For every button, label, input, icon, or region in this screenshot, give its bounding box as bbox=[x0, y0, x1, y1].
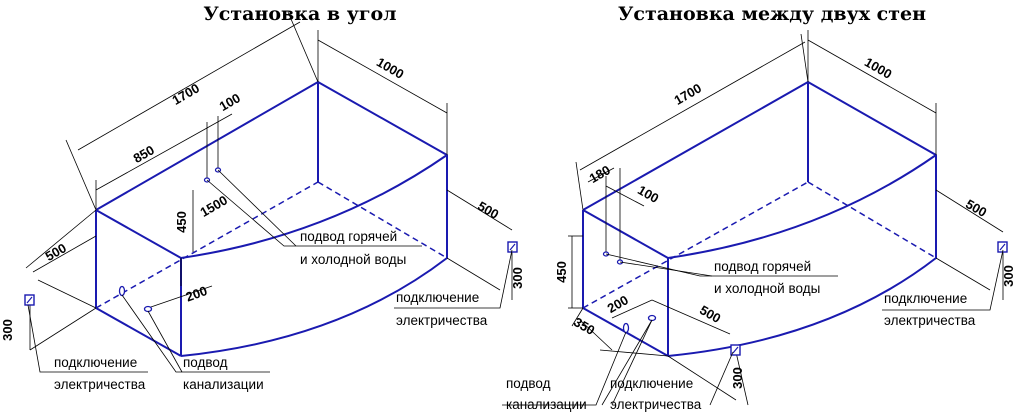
right-dim-300-right: 300 bbox=[1001, 265, 1015, 287]
left-dim-200: 200 bbox=[184, 283, 210, 305]
left-dim-1700: 1700 bbox=[169, 80, 202, 107]
right-electricity-right-label-2: электричества bbox=[884, 313, 976, 328]
right-electricity-bottom-label-1: подключение bbox=[610, 376, 693, 391]
left-bathtub-outline bbox=[95, 81, 448, 357]
left-dim-100: 100 bbox=[217, 90, 243, 114]
left-electricity-right-label-1: подключение bbox=[396, 290, 479, 305]
left-outlet-icon-left bbox=[24, 294, 35, 306]
right-dim-1700: 1700 bbox=[671, 80, 704, 107]
right-dim-1000: 1000 bbox=[862, 54, 895, 81]
right-bathtub-outline bbox=[582, 81, 937, 357]
left-dim-300-right: 300 bbox=[510, 267, 525, 289]
right-dim-300-bottom: 300 bbox=[730, 367, 745, 389]
right-dim-450: 450 bbox=[554, 261, 569, 283]
left-dim-850: 850 bbox=[131, 142, 157, 166]
left-dim-300: 300 bbox=[0, 319, 15, 341]
right-electricity-bottom-label-2: электричества bbox=[610, 397, 702, 412]
left-electricity-left-label-1: подключение bbox=[54, 355, 137, 370]
right-outlet-icon-bottom bbox=[730, 344, 741, 356]
right-dim-100: 100 bbox=[635, 182, 661, 206]
left-drain-point-1 bbox=[118, 285, 126, 297]
right-dim-200: 200 bbox=[605, 292, 631, 316]
left-water-label-2: и холодной воды bbox=[300, 252, 406, 267]
left-dim-500: 500 bbox=[43, 240, 69, 264]
left-dim-450: 450 bbox=[174, 211, 189, 233]
right-dimension-lines bbox=[568, 30, 1004, 406]
between-walls-installation-diagram: Установка между двух стен bbox=[502, 3, 1015, 412]
left-drain-label-2: канализации bbox=[183, 377, 264, 392]
left-dimension-lines bbox=[25, 11, 513, 351]
left-drain-point-2 bbox=[143, 305, 153, 313]
left-labels: подвод горячей и холодной воды подключен… bbox=[27, 169, 513, 392]
left-dim-1500: 1500 bbox=[197, 192, 230, 219]
right-dimension-values: 1700 1000 180 100 450 500 200 350 500 30… bbox=[554, 54, 1015, 388]
right-title: Установка между двух стен bbox=[618, 3, 926, 25]
right-dim-500-right: 500 bbox=[963, 196, 989, 220]
right-labels: подвод горячей и холодной воды подключен… bbox=[502, 249, 1004, 412]
right-drain-point-2 bbox=[647, 314, 657, 322]
left-outlet-icon-right bbox=[507, 241, 518, 253]
left-water-label-1: подвод горячей bbox=[300, 229, 397, 244]
left-dim-500-right: 500 bbox=[475, 198, 501, 222]
right-water-label-1: подвод горячей bbox=[714, 259, 811, 274]
left-title: Установка в угол bbox=[203, 3, 396, 25]
right-drain-point-1 bbox=[622, 322, 630, 334]
left-dim-1000: 1000 bbox=[374, 54, 407, 81]
right-water-label-2: и холодной воды bbox=[714, 281, 820, 296]
right-drain-label-1: подвод bbox=[506, 376, 551, 391]
left-electricity-left-label-2: электричества bbox=[54, 377, 146, 392]
left-drain-label-1: подвод bbox=[183, 355, 228, 370]
right-dim-350: 350 bbox=[571, 314, 597, 338]
right-electricity-right-label-1: подключение bbox=[884, 291, 967, 306]
right-dim-500-bottom: 500 bbox=[697, 302, 723, 326]
right-drain-label-2: канализации bbox=[506, 397, 587, 412]
corner-installation-diagram: Установка в угол bbox=[0, 3, 525, 392]
left-electricity-right-label-2: электричества bbox=[396, 313, 488, 328]
right-dim-180: 180 bbox=[587, 162, 613, 186]
